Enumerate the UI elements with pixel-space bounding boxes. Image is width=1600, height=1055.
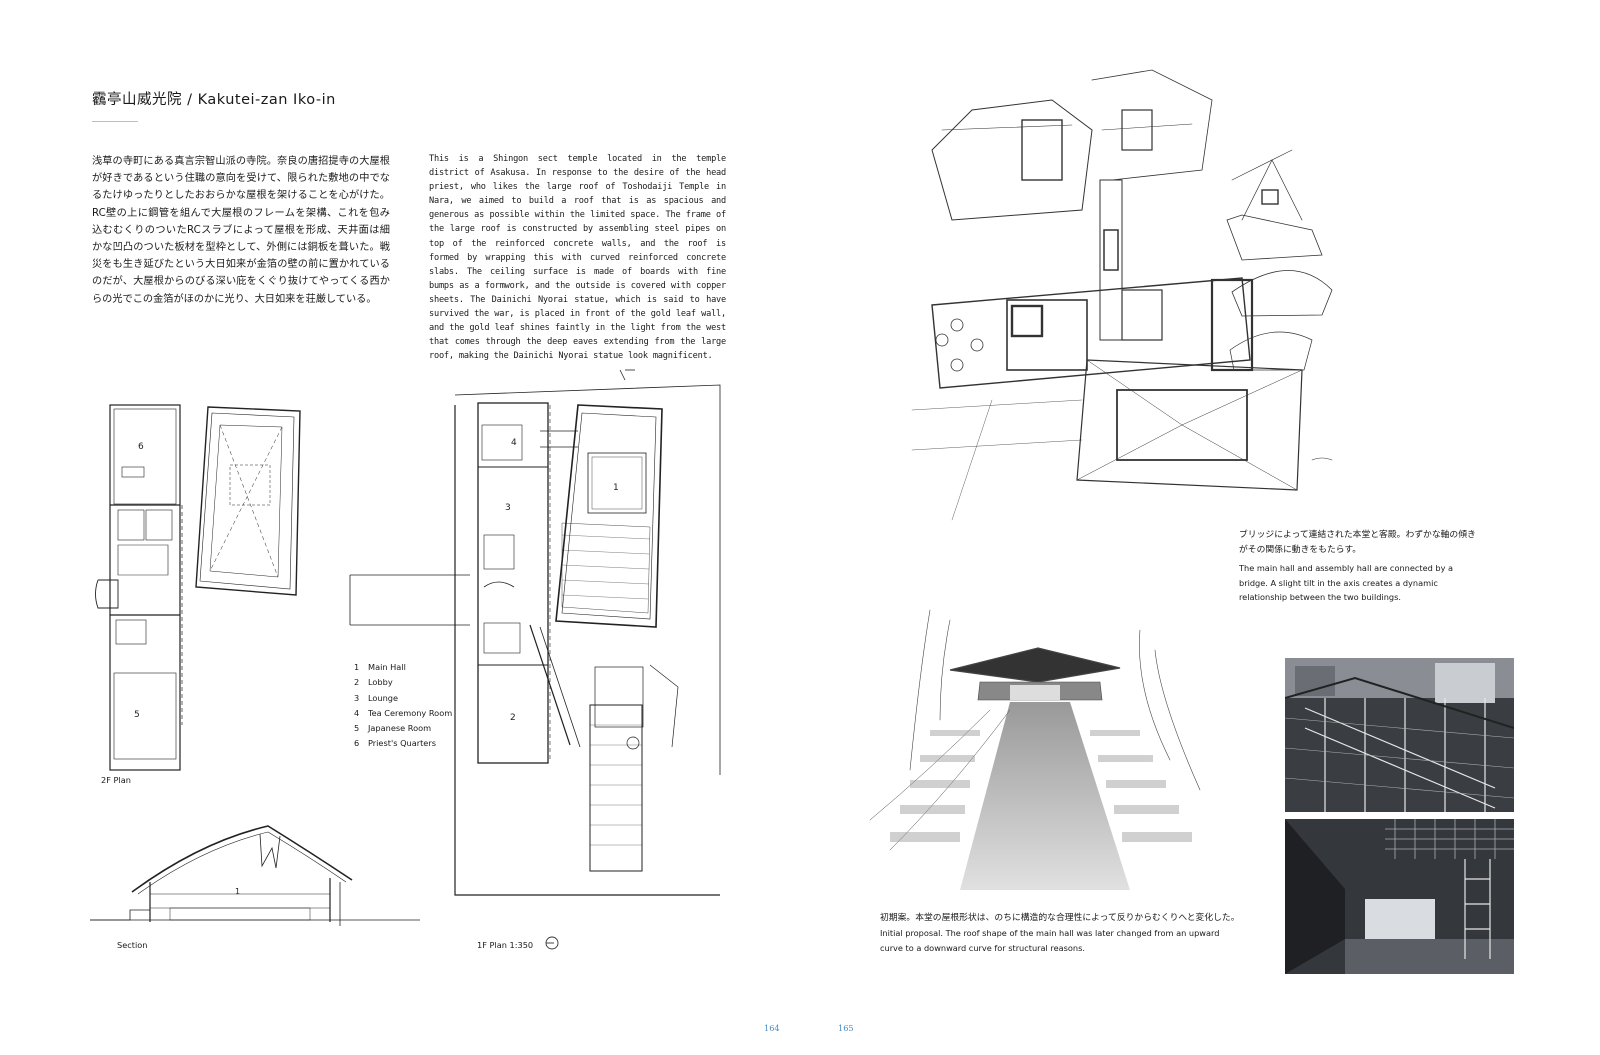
room-number-5: 5	[134, 710, 140, 720]
floor-plan-1f: 4 3 1 2	[349, 369, 721, 896]
body-text-japanese: 浅草の寺町にある真言宗智山派の寺院。奈良の唐招提寺の大屋根が好きであるという住職…	[92, 156, 390, 305]
room-number-4: 4	[511, 438, 517, 448]
building-section: 1	[90, 825, 420, 926]
perspective-caption-japanese: 初期案。本堂の屋根形状は、のちに構造的な合理性によって反りからむくりへと変化した…	[880, 913, 1240, 923]
perspective-caption-english: Initial proposal. The roof shape of the …	[880, 928, 1220, 953]
north-arrow-icon	[545, 936, 559, 950]
floor-plan-2f: 6 5	[95, 404, 301, 771]
room-number-1: 1	[613, 483, 619, 493]
plan-1f-label: 1F Plan 1:350	[477, 940, 534, 950]
plan-sketch	[911, 69, 1333, 521]
page-number-left: 164	[764, 1023, 780, 1033]
construction-photo-exterior	[1285, 658, 1514, 812]
title-divider	[92, 121, 138, 122]
room-number-1-section: 1	[235, 887, 240, 896]
page-title: 靏亭山威光院 / Kakutei-zan Iko-in	[92, 92, 336, 108]
plan-2f-label: 2F Plan	[101, 775, 131, 785]
room-number-3: 3	[505, 503, 511, 513]
body-text-english: This is a Shingon sect temple located in…	[429, 154, 726, 362]
sketch-caption-english: The main hall and assembly hall are conn…	[1239, 563, 1454, 602]
page-number-right: 165	[838, 1023, 854, 1033]
sketch-caption-japanese: ブリッジによって連結された本堂と客殿。わずかな軸の傾きがその関係に動きをもたらす…	[1239, 530, 1476, 555]
room-number-2: 2	[510, 713, 516, 723]
construction-photo-interior	[1285, 819, 1514, 974]
section-label: Section	[117, 940, 148, 950]
room-number-6: 6	[138, 442, 144, 452]
perspective-sketch	[869, 609, 1201, 890]
